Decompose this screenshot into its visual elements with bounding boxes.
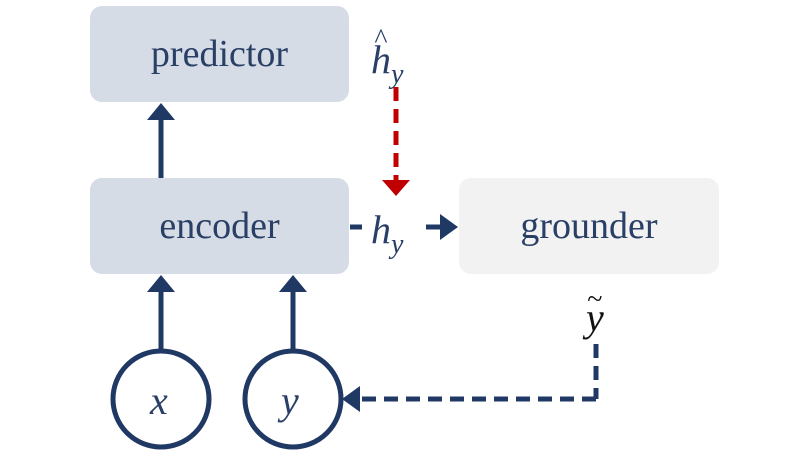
- y-tilde-label: ~y: [586, 284, 604, 340]
- predictor-box: predictor: [90, 6, 349, 102]
- arrowhead-y: [279, 275, 307, 292]
- h-y-label: hy: [371, 207, 404, 260]
- encoder-label: encoder: [159, 205, 280, 247]
- predictor-label: predictor: [150, 33, 289, 75]
- node-y-circle: [242, 348, 344, 450]
- arrowhead-feedback: [342, 386, 360, 412]
- grounder-box: grounder: [459, 178, 719, 274]
- hat-accent: ^: [374, 24, 388, 55]
- arrowhead-grounder: [440, 214, 458, 240]
- red-arrowhead: [382, 180, 410, 196]
- node-x-label: x: [150, 378, 168, 423]
- arrowhead-predictor: [147, 103, 175, 120]
- grounder-label: grounder: [520, 205, 658, 247]
- tilde-accent: ~: [587, 284, 603, 315]
- h-hat-y-label: ^hy: [371, 24, 404, 90]
- arrowhead-x: [147, 275, 175, 292]
- encoder-box: encoder: [90, 178, 349, 274]
- node-y-label: y: [281, 378, 299, 423]
- node-x-circle: [110, 348, 212, 450]
